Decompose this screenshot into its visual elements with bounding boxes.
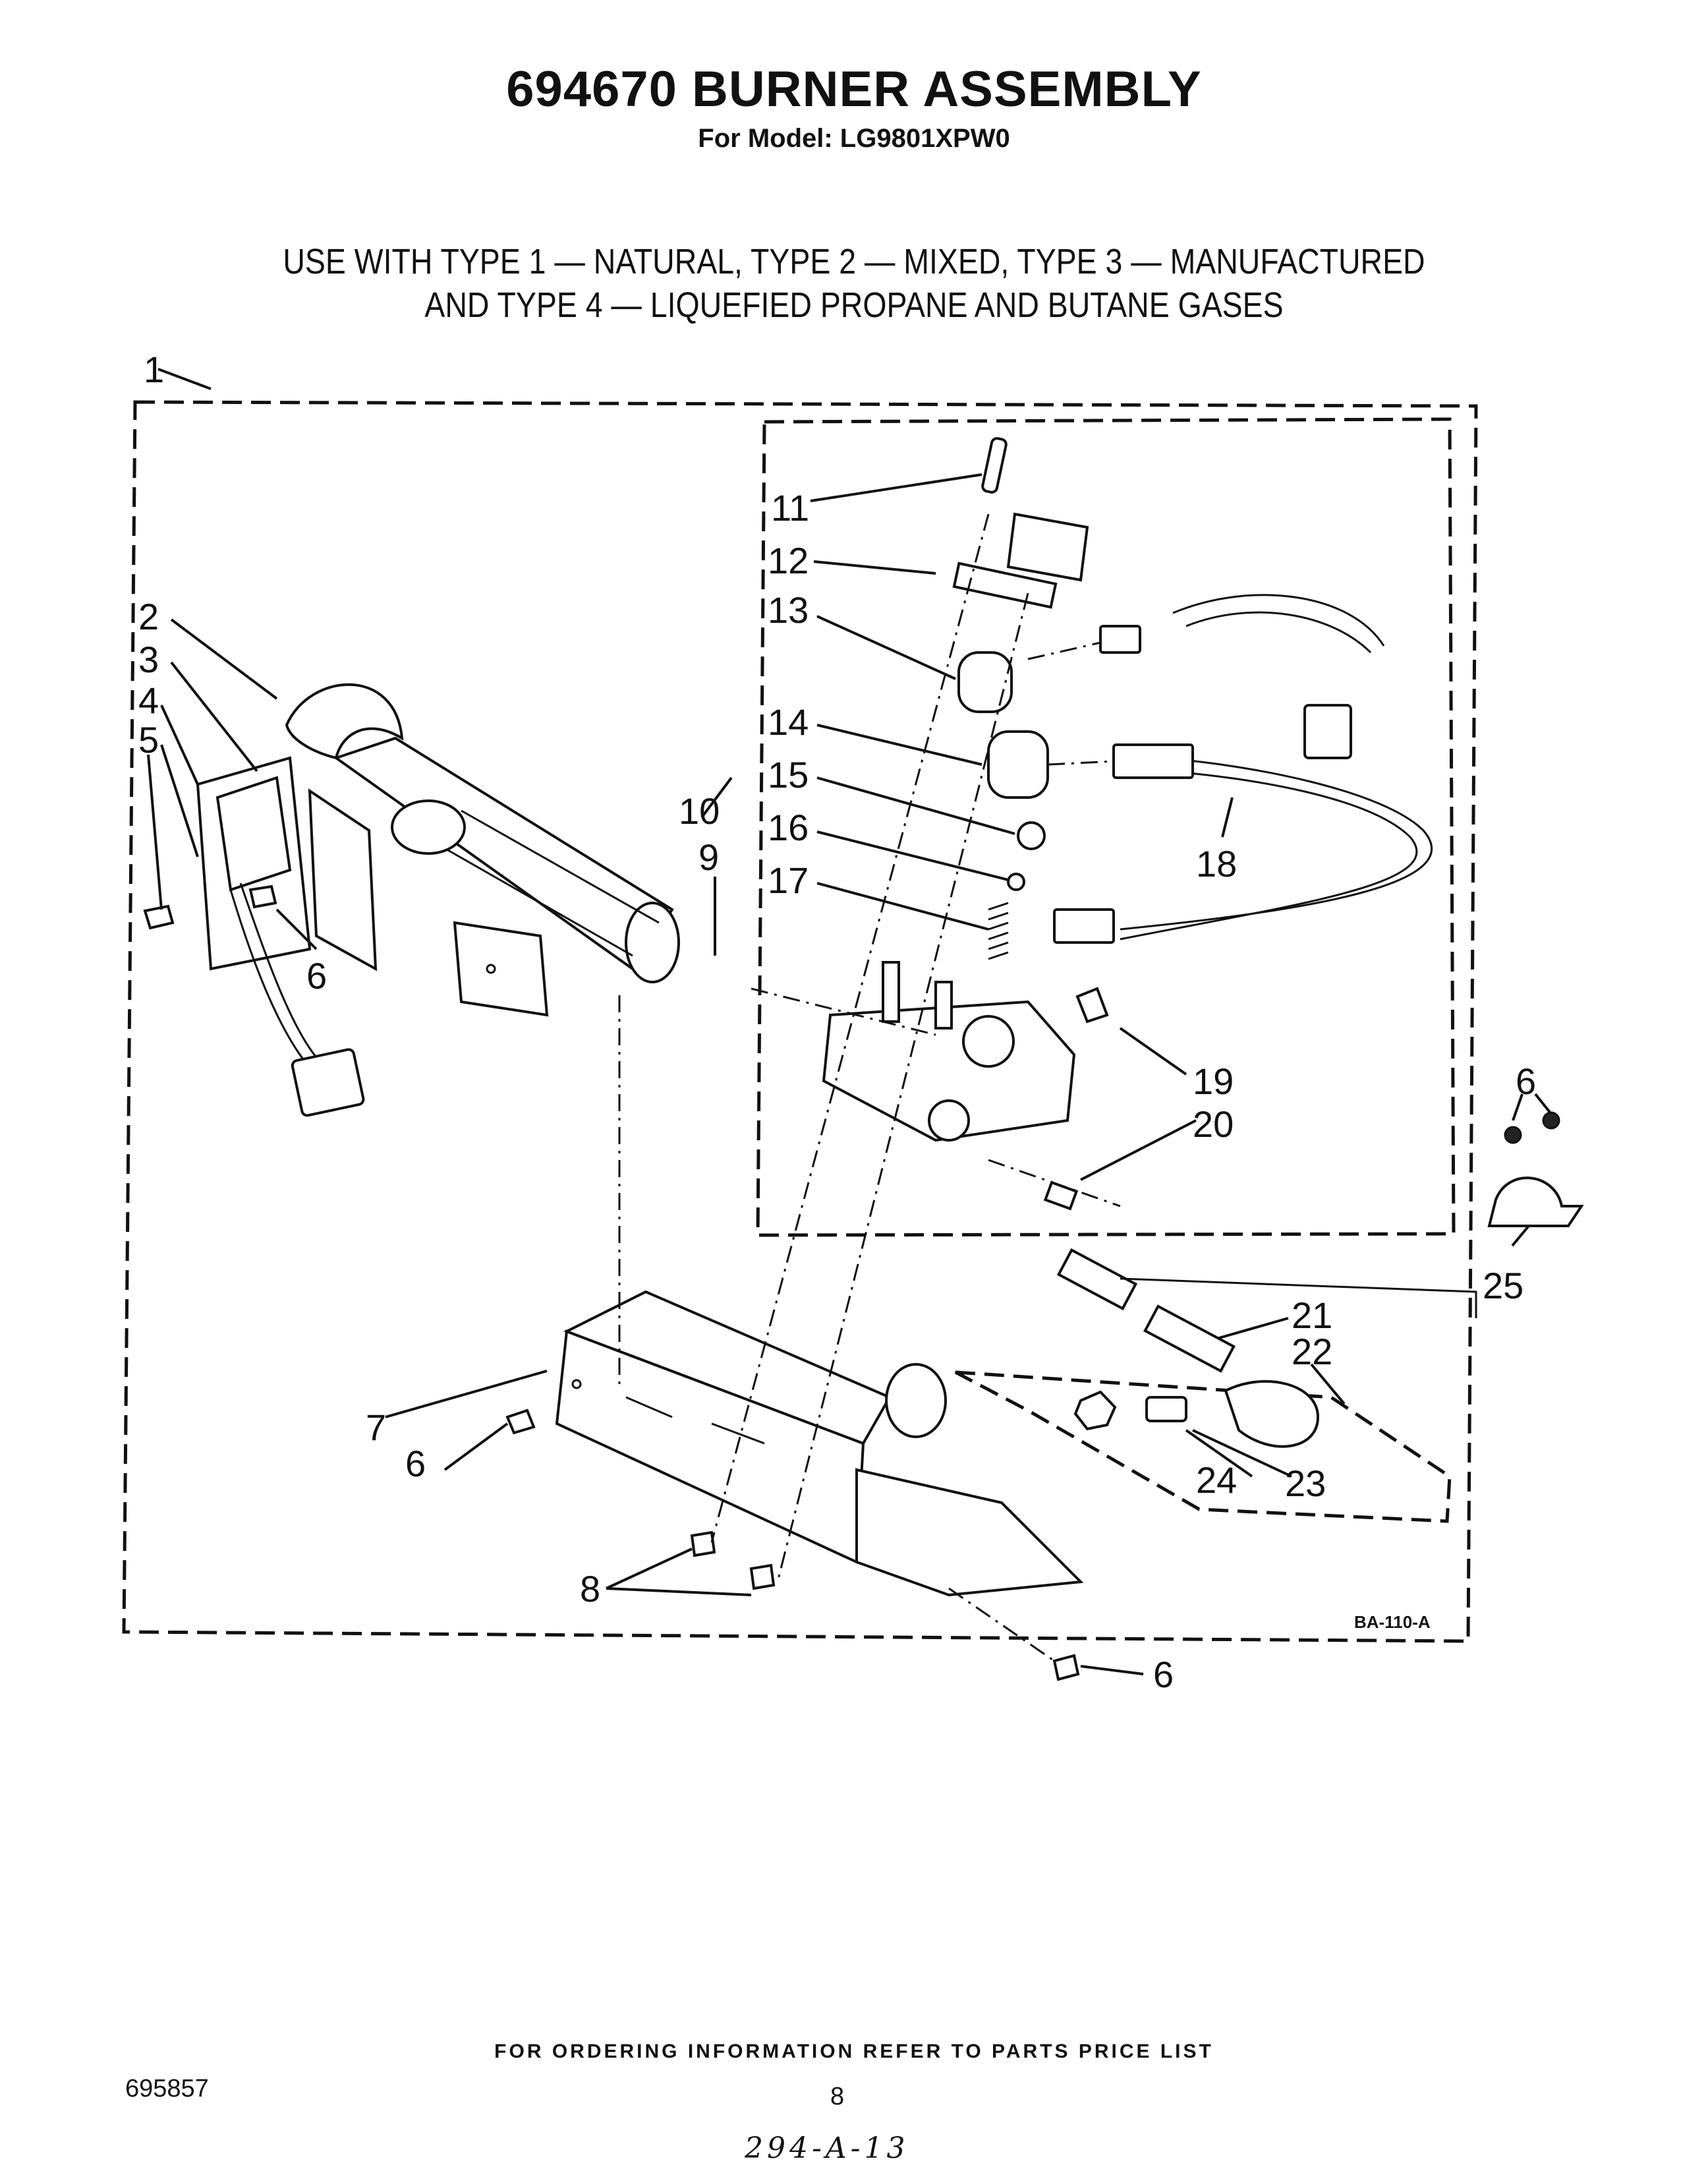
gas-inlet-fittings (1056, 1248, 1320, 1448)
callout-21: 21 (1292, 1294, 1332, 1336)
callout-14: 14 (768, 701, 809, 743)
sensor-plate (453, 921, 549, 1017)
assembly-boundary (122, 400, 1478, 1643)
fitting-group-boundary (954, 1370, 1452, 1523)
callout-9: 9 (698, 836, 719, 878)
callout-8: 8 (580, 1568, 600, 1610)
callout-10: 10 (679, 790, 720, 832)
diagram-reference-code: BA-110-A (1354, 1612, 1431, 1632)
page-number: 8 (830, 2083, 845, 2110)
handwritten-note: 294-A-13 (745, 2132, 909, 2165)
callout-18: 18 (1196, 843, 1237, 884)
model-subtitle: For Model: LG9801XPW0 (698, 124, 1010, 153)
callout-5: 5 (138, 719, 159, 761)
callout-7: 7 (366, 1406, 386, 1448)
screws (143, 437, 1080, 1681)
callout-13: 13 (768, 589, 809, 631)
wiring-harness (1027, 594, 1433, 944)
burner-bracket (555, 1290, 1084, 1597)
page-title: 694670 BURNER ASSEMBLY (506, 61, 1202, 117)
callout-20: 20 (1193, 1103, 1234, 1145)
callout-6-clamp: 6 (1516, 1060, 1536, 1102)
gas-types-line-1: USE WITH TYPE 1 — NATURAL, TYPE 2 — MIXE… (283, 242, 1425, 281)
callout-1: 1 (144, 349, 164, 390)
callout-22: 22 (1292, 1331, 1332, 1372)
callout-3: 3 (138, 639, 159, 680)
callout-11: 11 (771, 487, 809, 529)
callout-4: 4 (138, 680, 159, 721)
callout-25: 25 (1483, 1265, 1523, 1306)
callout-17: 17 (768, 859, 809, 901)
document-number: 695857 (125, 2075, 209, 2102)
callout-15: 15 (768, 754, 809, 796)
pilot-fittings (1043, 987, 1109, 1211)
gas-valve (822, 512, 1089, 1142)
callout-6-bottom: 6 (1153, 1654, 1174, 1695)
callout-12: 12 (768, 540, 809, 581)
callout-labels: 1 2 3 4 5 6 6 6 6 7 8 9 10 11 12 13 14 1… (138, 349, 1536, 1695)
gas-types-line-2: AND TYPE 4 — LIQUEFIED PROPANE AND BUTAN… (424, 285, 1284, 325)
callout-6-bracket: 6 (405, 1443, 426, 1484)
callout-2: 2 (138, 596, 159, 637)
callout-19: 19 (1193, 1060, 1234, 1102)
leader-lines (147, 368, 1552, 1675)
callout-6-burner: 6 (306, 955, 327, 997)
callout-24: 24 (1196, 1459, 1237, 1501)
igniter-bracket (196, 756, 378, 1117)
ordering-note: FOR ORDERING INFORMATION REFER TO PARTS … (494, 2041, 1214, 2062)
valve-subassembly-boundary (756, 417, 1456, 1237)
burner-tube (285, 683, 680, 983)
callout-23: 23 (1285, 1463, 1326, 1504)
callout-16: 16 (768, 807, 809, 848)
pipe-clamp (1487, 1111, 1584, 1227)
